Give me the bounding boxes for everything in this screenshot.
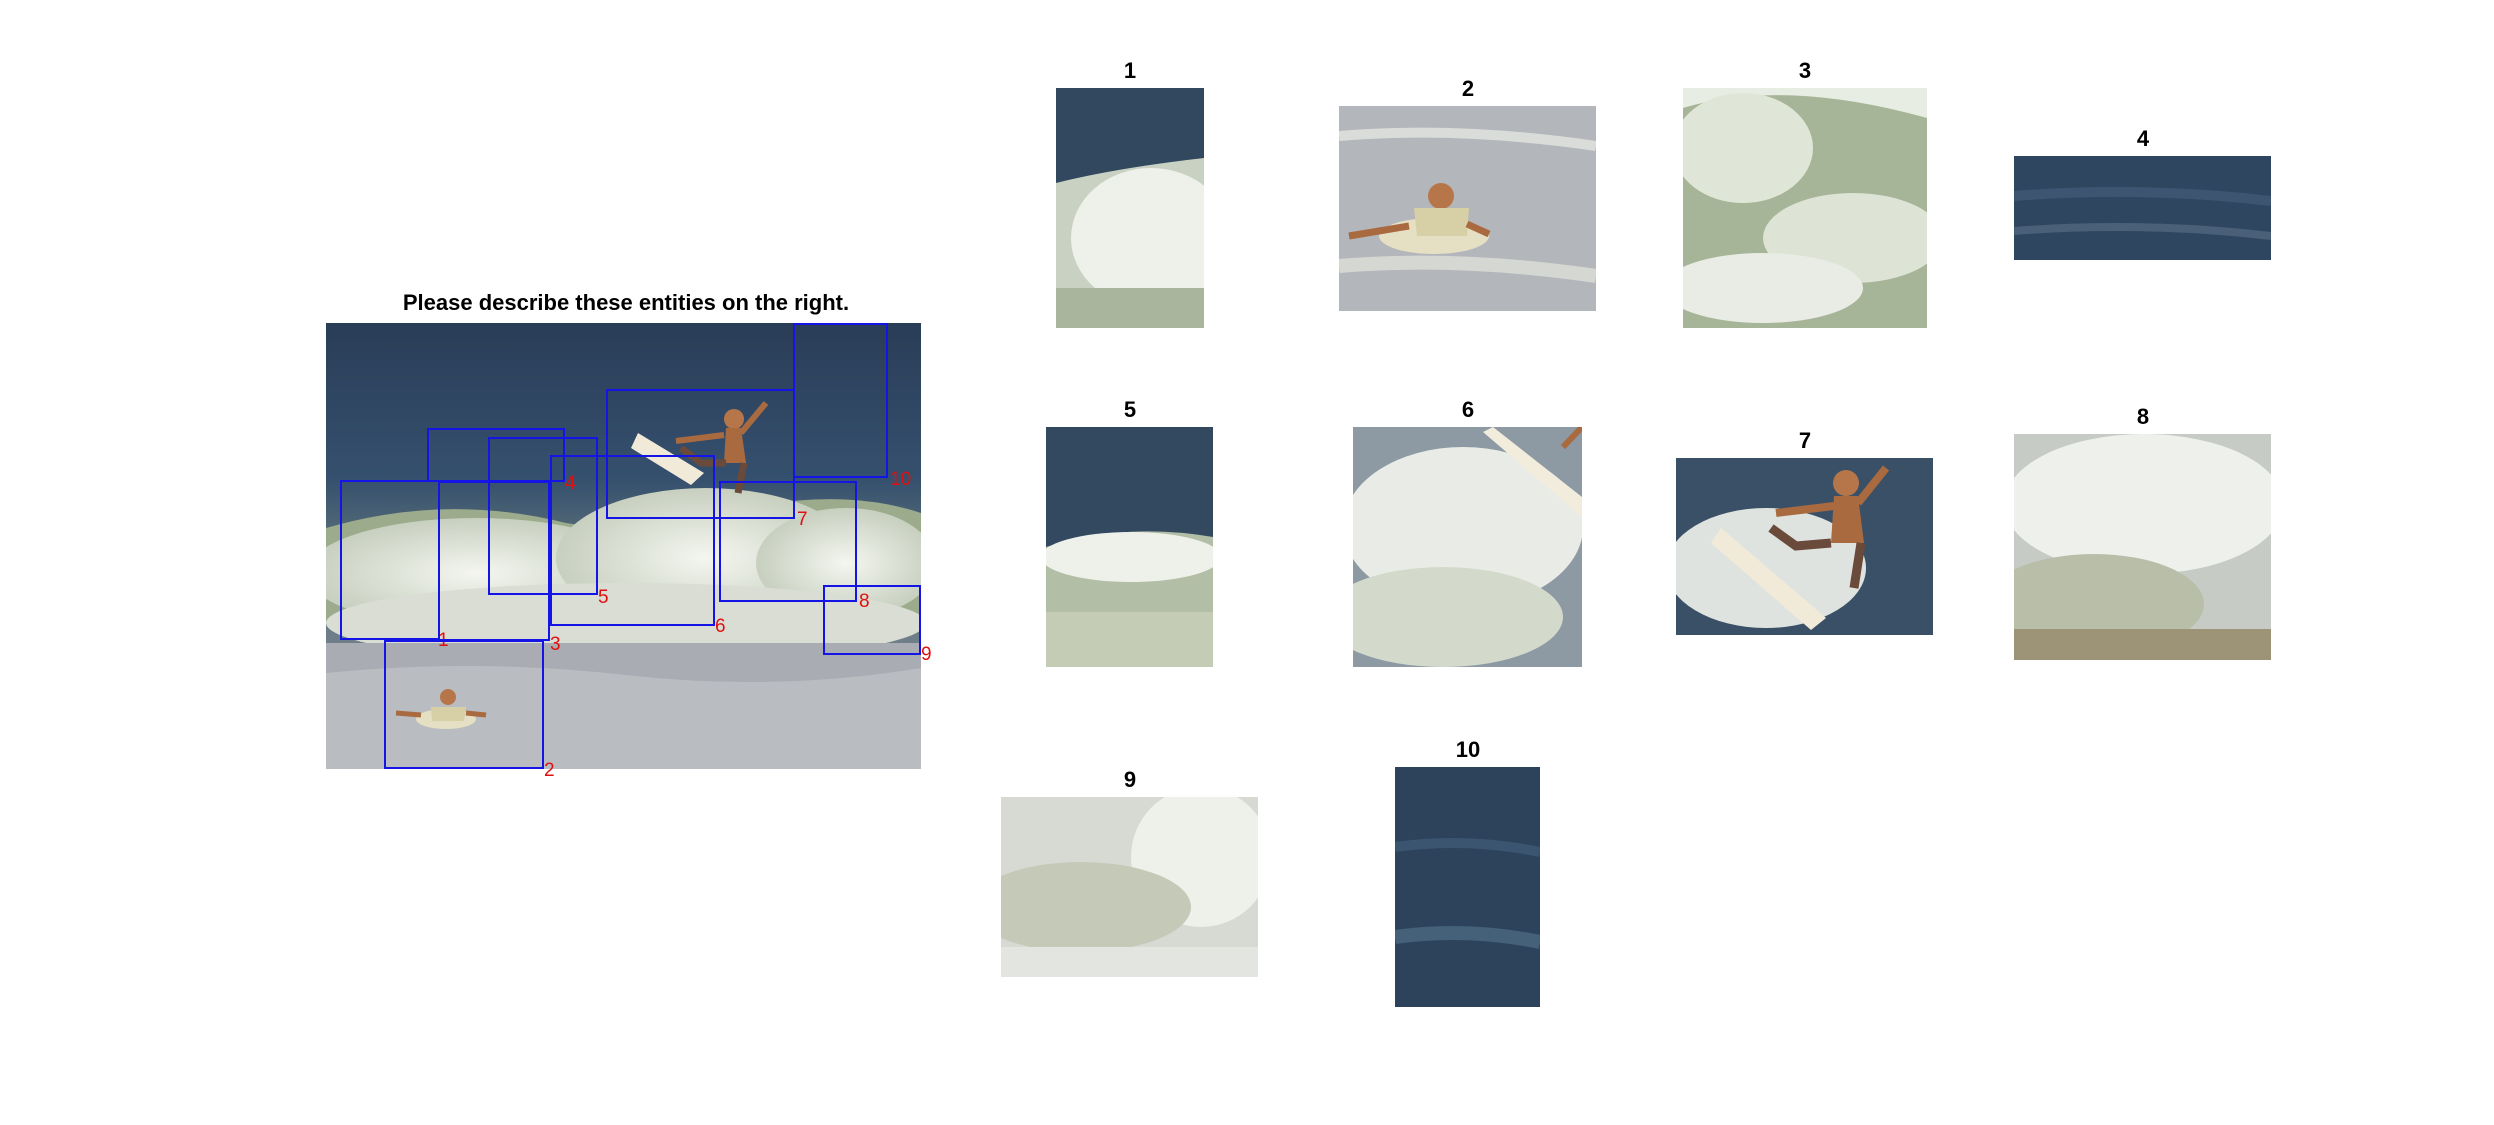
bbox-label-3: 3 [550,634,561,655]
bbox-5 [488,437,598,595]
main-title: Please describe these entities on the ri… [402,290,850,315]
crop-image-8 [2014,434,2271,660]
main-image-scene [326,323,921,769]
bbox-6 [550,455,715,626]
bbox-8 [719,481,857,602]
bbox-label-2: 2 [544,760,555,781]
crop-image-7 [1676,458,1933,635]
bbox-label-6: 6 [715,616,726,637]
crop-image-9 [1001,797,1258,977]
crop-image-10 [1395,767,1540,1007]
crop-title-3: 3 [1798,58,1812,83]
bbox-9 [823,585,921,655]
crop-title-4: 4 [2136,126,2150,151]
bbox-label-10: 10 [890,469,912,490]
crop-title-7: 7 [1798,428,1812,453]
crop-title-8: 8 [2136,404,2150,429]
crop-image-2 [1339,106,1596,311]
main-image [326,323,921,769]
crop-image-6 [1353,427,1582,667]
crop-title-9: 9 [1123,767,1137,792]
crop-image-1 [1056,88,1204,328]
crop-image-5 [1046,427,1213,667]
crop-title-2: 2 [1461,76,1475,101]
crop-image-3 [1683,88,1927,328]
bbox-10 [793,323,888,478]
crop-title-1: 1 [1123,58,1137,83]
bbox-label-7: 7 [797,509,808,530]
bbox-2 [384,640,544,769]
crop-title-10: 10 [1455,737,1481,762]
bbox-label-4: 4 [565,473,576,494]
bbox-label-9: 9 [921,644,932,665]
crop-image-4 [2014,156,2271,260]
bbox-label-5: 5 [598,587,609,608]
bbox-label-8: 8 [859,591,870,612]
crop-title-6: 6 [1461,397,1475,422]
crop-title-5: 5 [1123,397,1137,422]
bbox-1 [340,480,440,640]
bbox-3 [438,481,550,641]
